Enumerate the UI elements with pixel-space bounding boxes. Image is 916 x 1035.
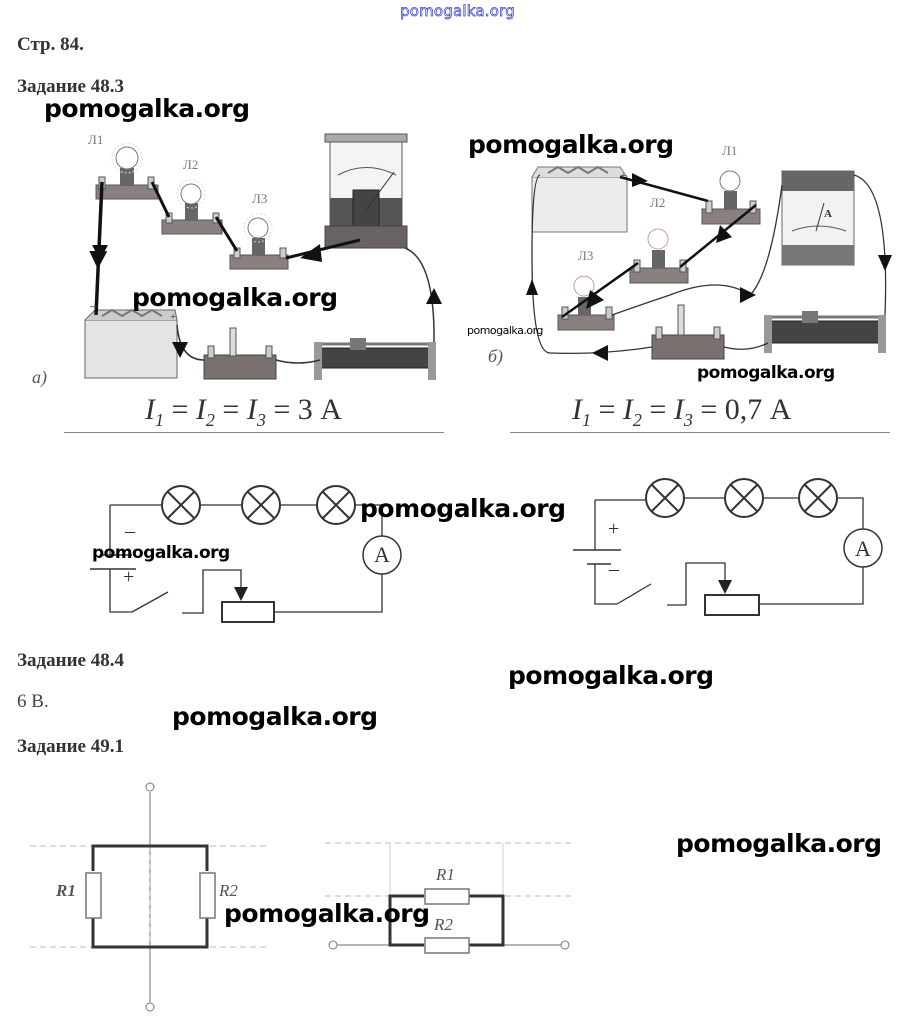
lamp-symbol-1 [645,478,685,518]
battery-a [84,308,178,379]
schematic-a-minus: – [125,520,135,542]
watermark-6: pomogalka.org [360,494,566,523]
figure-b-label: б) [488,346,504,366]
page-label: Стр. 84. [17,34,84,55]
lamp-label-b-3: Л3 [578,248,594,263]
rheostat-slider [234,587,248,601]
lamp-symbol-2 [724,478,764,518]
terminal-bottom [145,1002,155,1012]
schematic-a-ammeter-label: A [374,542,390,567]
lamp-2 [161,179,223,235]
lamp-b-1 [701,170,761,225]
lamp-symbol-3 [316,485,356,525]
divider-a [64,432,444,433]
watermark-11: pomogalka.org [224,899,430,928]
figure-a-label: а) [32,367,47,387]
task-48-4-heading: Задание 48.4 [17,650,124,671]
lamp-symbol-3 [798,478,838,518]
ammeter-device-b: A [781,170,855,266]
resistor-r2 [199,872,216,919]
formula-a: I1 = I2 = I3 = 3 А [145,393,342,430]
svg-text:+: + [620,170,626,182]
lamp-label-b-1: Л1 [722,143,738,158]
figure-b-circuit: A + [526,165,892,361]
resistor-r1 [424,888,470,905]
watermark-5: pomogalka.org [697,363,835,383]
lamp-symbol-2 [241,485,281,525]
label-r2-left: R2 [219,881,238,900]
schematic-a-plus: + [123,566,135,588]
watermark-7: pomogalka.org [92,543,230,563]
ammeter-b-unit: A [824,208,832,220]
rheostat-slider [718,580,732,594]
schematic-b-ammeter-label: A [855,536,871,561]
parallel-diagram-vertical [30,782,270,1012]
watermark-3: pomogalka.org [132,283,338,312]
task-48-3-heading: Задание 48.3 [17,76,124,97]
switch-lever [616,583,652,605]
rheostat-b [764,311,886,353]
ammeter-device [324,133,408,249]
lamp-1 [95,142,159,200]
watermark-10: pomogalka.org [676,829,882,858]
resistor-r1 [85,872,102,919]
rheostat-body [704,594,760,616]
label-r1-right: R1 [436,865,455,884]
terminal-left [328,940,338,950]
task-48-4-answer: 6 В. [17,691,49,712]
watermark-2: pomogalka.org [468,130,674,159]
svg-text:+: + [170,311,176,323]
terminal-right [560,940,570,950]
parallel-diagram-horizontal [325,842,575,954]
lamp-b-2 [629,228,689,284]
label-r2-right: R2 [434,915,453,934]
lamp-label-a-1: Л1 [88,132,104,147]
lamp-3 [229,213,289,270]
label-r1-left: R1 [56,881,76,900]
rheostat-a [314,338,436,380]
lamp-label-a-2: Л2 [183,157,199,172]
lamp-label-a-3: Л3 [252,191,268,206]
watermark-1: pomogalka.org [44,94,250,123]
top-watermark[interactable]: pomogalka.org [400,2,515,21]
resistor-r2 [424,937,470,954]
switch-b [651,304,725,360]
schematic-b-minus: – [609,558,619,580]
terminal-top [145,782,155,792]
schematic-b-plus: + [608,518,620,540]
lamp-b-3 [557,275,615,331]
watermark-4: pomogalka.org [467,324,543,337]
watermark-8: pomogalka.org [508,661,714,690]
lamp-symbol-1 [161,485,201,525]
formula-b: I1 = I2 = I3 = 0,7 А [572,393,792,430]
battery-b [531,165,628,233]
schematic-a [90,485,402,623]
svg-text:–: – [89,299,98,314]
rheostat-body [221,601,275,623]
switch-a [203,327,277,380]
schematic-b [573,478,883,616]
figure-a-circuit: – + [84,133,442,380]
task-49-1-heading: Задание 49.1 [17,736,124,757]
lamp-label-b-2: Л2 [650,195,666,210]
switch-lever [131,591,169,613]
watermark-9: pomogalka.org [172,702,378,731]
divider-b [510,432,890,433]
